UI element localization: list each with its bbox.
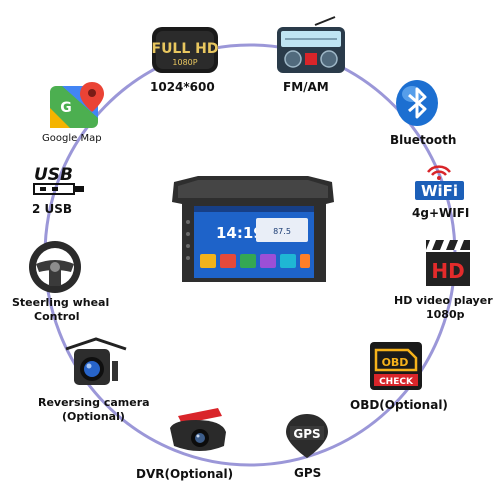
feature-radio [275, 15, 347, 75]
camera-label-line1: Reversing camera [38, 396, 150, 409]
wifi-icon: WiFi [415, 165, 464, 200]
steering-wheel-icon [29, 241, 81, 293]
steering-label-line2: Control [34, 310, 80, 323]
feature-gps: GPS [282, 412, 332, 460]
google-maps-icon: G [50, 82, 104, 128]
gps-label: GPS [294, 466, 322, 480]
fullhd-icon: FULL HD 1080P [152, 27, 219, 73]
hd-video-icon: HD [426, 240, 470, 286]
feature-camera [60, 335, 132, 395]
fullhd-badge-sub: 1080P [172, 58, 197, 67]
reversing-camera-icon [65, 337, 127, 385]
fullhd-badge-main: FULL HD [152, 41, 219, 57]
feature-obd: OBD CHECK [368, 340, 424, 392]
head-unit-time: 14:19 [216, 224, 264, 242]
usb-label: 2 USB [32, 202, 73, 216]
maps-label: Google Map [42, 133, 102, 144]
dvr-label: DVR(Optional) [136, 467, 234, 481]
feature-maps: G [48, 78, 108, 130]
camera-label-line2: (Optional) [62, 410, 125, 423]
bluetooth-label: Bluetooth [390, 133, 457, 147]
feature-fullhd: FULL HD 1080P [150, 25, 220, 75]
feature-hdvideo: HD [422, 238, 474, 288]
feature-usb: USB [30, 162, 90, 198]
gps-icon: GPS [286, 414, 328, 458]
obd-icon-line2: CHECK [379, 377, 414, 387]
hd-icon-text: HD [431, 259, 464, 283]
svg-text:G: G [60, 100, 72, 116]
radio-label: FM/AM [283, 80, 329, 94]
head-unit: 14:19 87.5 [168, 172, 338, 290]
dvr-icon [170, 408, 226, 451]
fullhd-label: 1024*600 [150, 80, 215, 94]
obd-label: OBD(Optional) [350, 398, 448, 412]
usb-icon-text: USB [34, 165, 73, 185]
feature-wifi: WiFi [412, 160, 467, 202]
wifi-icon-text: WiFi [421, 182, 458, 200]
bluetooth-icon [396, 80, 438, 126]
feature-bluetooth [392, 78, 442, 128]
steering-label-line1: Steerling wheal [12, 296, 110, 309]
head-unit-freq: 87.5 [273, 227, 291, 236]
hdvideo-label-line2: 1080p [426, 308, 465, 321]
obd-icon: OBD CHECK [370, 342, 422, 390]
radio-icon [277, 16, 345, 73]
feature-steering [25, 238, 85, 296]
obd-icon-line1: OBD [382, 356, 409, 369]
feature-dvr [160, 402, 236, 462]
head-unit-image: 14:19 87.5 [172, 176, 334, 282]
hdvideo-label-line1: HD video player [394, 294, 493, 307]
gps-icon-text: GPS [293, 427, 320, 441]
wifi-label: 4g+WIFI [412, 206, 470, 220]
usb-icon: USB [33, 165, 84, 195]
